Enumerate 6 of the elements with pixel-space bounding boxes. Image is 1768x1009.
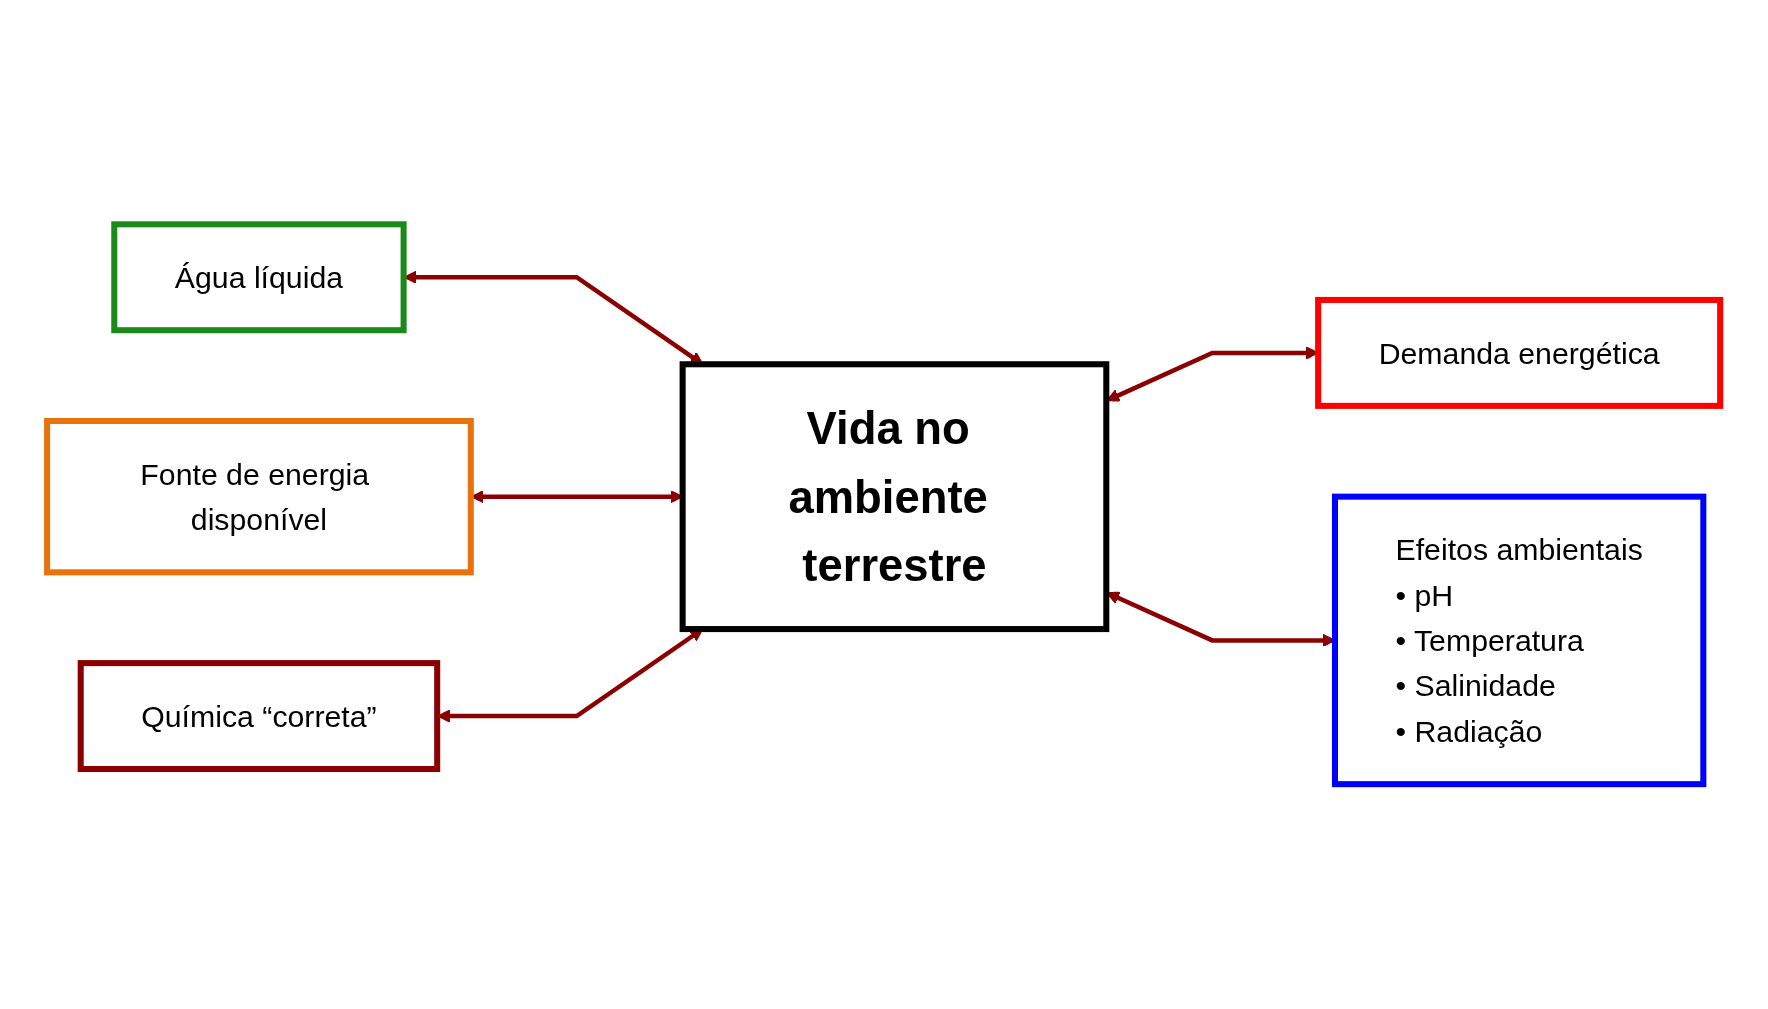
node-box: Água líquida	[111, 221, 407, 334]
node-box: Efeitos ambientais • pH • Temperatura • Salinidade • Radiação	[1332, 493, 1707, 788]
node-box: Fonte de energia disponível	[44, 418, 475, 576]
node-box: Demanda energética	[1315, 297, 1724, 410]
node-box: Química “correta”	[78, 660, 441, 773]
node-box: Vida no ambiente terrestre	[679, 361, 1110, 633]
